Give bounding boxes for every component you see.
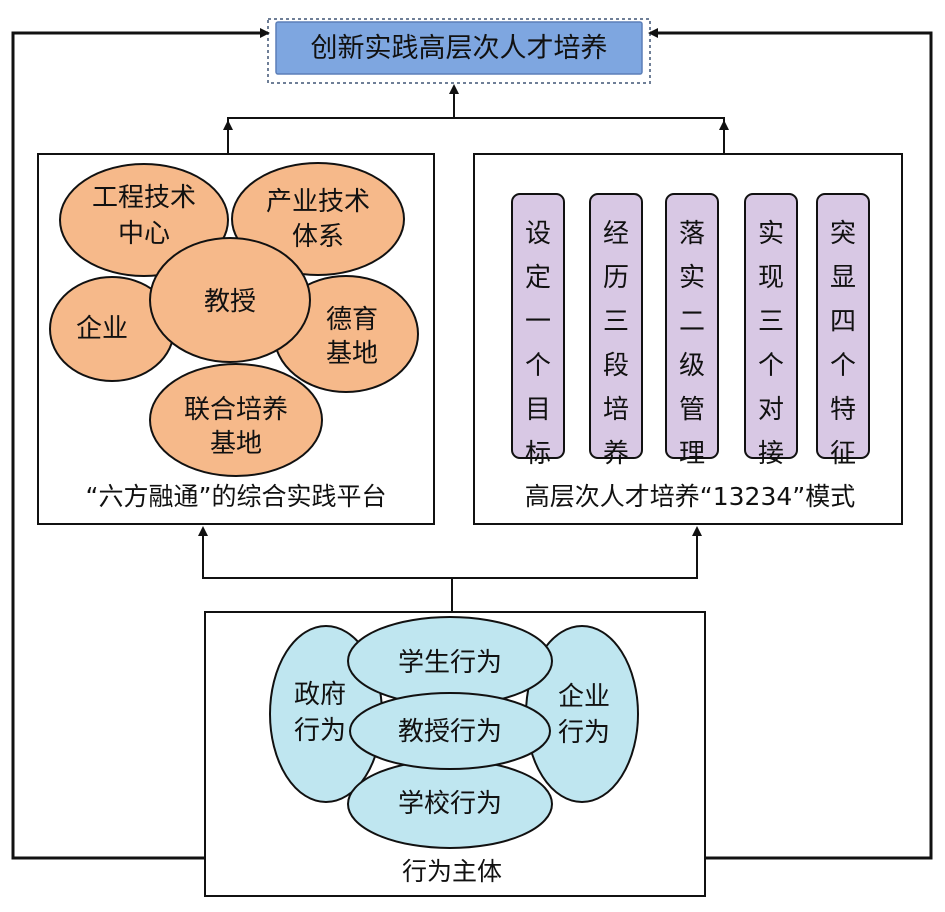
pillar-box-3 [665, 193, 719, 459]
label-engineering-center-1: 工程技术 [92, 183, 196, 213]
node-joint-base [149, 363, 323, 477]
right-panel: 设定一个目标 经历三段培养 落实二级管理 实现三个对接 突显四个特征 高层次人才培养“1… [473, 153, 903, 525]
label-student: 学生行为 [398, 648, 502, 678]
label-moral-base-1: 德育 [326, 305, 378, 335]
pillar-label-1: 设定一个目标 [525, 219, 551, 469]
left-panel: 工程技术 中心 产业技术 体系 企业 德育 基地 联合培养 基地 教授 “六方融… [37, 153, 435, 525]
pillar-box-5 [816, 193, 870, 459]
feedback-lines [11, 28, 933, 860]
label-enterprise-behavior-1: 企业 [558, 682, 610, 712]
node-professor-behavior [349, 692, 551, 770]
middle-connector [198, 526, 702, 612]
label-moral-base-2: 基地 [326, 339, 378, 369]
pillar-box-2 [589, 193, 643, 459]
bottom-panel: 政府 行为 企业 行为 学生行为 学校行为 教授行为 行为主体 [204, 611, 706, 897]
label-industry-system-1: 产业技术 [266, 187, 370, 217]
node-professor [149, 237, 311, 363]
pillar-label-5: 突显四个特征 [830, 219, 856, 469]
title-box [275, 21, 643, 75]
label-joint-base-2: 基地 [210, 429, 262, 459]
label-government-1: 政府 [294, 680, 346, 710]
left-feedback-line [11, 28, 270, 860]
pillar-group: 设定一个目标 经历三段培养 落实二级管理 实现三个对接 突显四个特征 [511, 193, 870, 469]
pillar-label-3: 落实二级管理 [679, 219, 705, 469]
title-node: 创新实践高层次人才培养 [267, 18, 651, 84]
label-engineering-center-2: 中心 [118, 219, 170, 249]
bottom-panel-caption: 行为主体 [402, 857, 502, 886]
label-joint-base-1: 联合培养 [184, 395, 288, 425]
label-professor: 教授 [204, 287, 256, 317]
node-industry-system [231, 162, 405, 276]
left-panel-caption: “六方融通”的综合实践平台 [86, 482, 387, 511]
label-enterprise: 企业 [76, 314, 128, 344]
top-connector [223, 84, 729, 154]
label-school: 学校行为 [398, 789, 502, 819]
pillar-box-4 [744, 193, 798, 459]
label-professor-behavior: 教授行为 [398, 717, 502, 747]
right-panel-caption: 高层次人才培养“13234”模式 [525, 482, 855, 511]
label-industry-system-2: 体系 [292, 222, 344, 252]
pillar-label-4: 实现三个对接 [758, 219, 784, 469]
label-government-2: 行为 [294, 716, 346, 746]
pillar-label-2: 经历三段培养 [603, 219, 629, 469]
label-enterprise-behavior-2: 行为 [558, 718, 610, 748]
title-label: 创新实践高层次人才培养 [311, 33, 608, 64]
right-feedback-line [648, 28, 933, 860]
pillar-box-1 [511, 193, 565, 459]
